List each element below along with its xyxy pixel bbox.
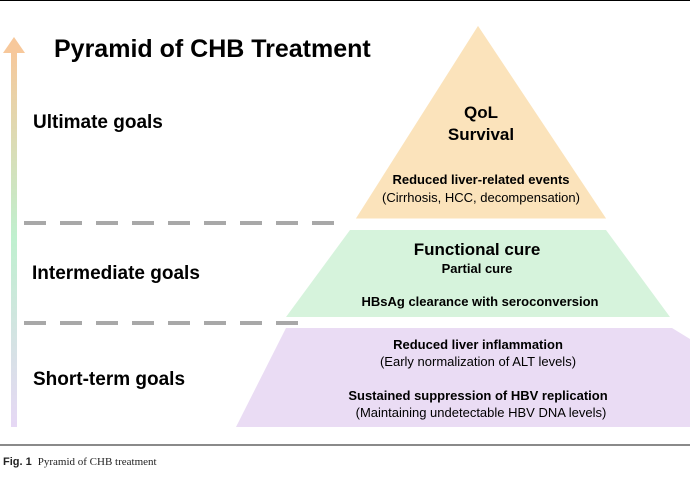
bottom-tier-inflammation: Reduced liver inflammation xyxy=(393,337,563,352)
pyramid-tier-bottom xyxy=(236,328,690,427)
diagram-title: Pyramid of CHB Treatment xyxy=(54,35,371,63)
bottom-tier-hbv-suppression: Sustained suppression of HBV replication xyxy=(348,388,608,403)
top-tier-reduced-events: Reduced liver-related events xyxy=(392,172,570,187)
pyramid-tier-middle xyxy=(286,230,670,317)
top-tier-events-detail: (Cirrhosis, HCC, decompensation) xyxy=(382,190,580,205)
label-short-term-goals: Short-term goals xyxy=(33,369,186,390)
caption-figure-number: Fig. 1 xyxy=(3,456,32,468)
top-tier-qol: QoL xyxy=(464,103,498,122)
label-ultimate-goals: Ultimate goals xyxy=(33,112,163,133)
bottom-tier-hbv-dna-detail: (Maintaining undetectable HBV DNA levels… xyxy=(355,405,607,420)
caption-text: Pyramid of CHB treatment xyxy=(37,456,157,468)
top-tier-survival: Survival xyxy=(447,125,515,144)
figure-caption: Fig. 1 Pyramid of CHB treatment xyxy=(3,456,157,468)
label-intermediate-goals: Intermediate goals xyxy=(32,263,200,284)
pyramid-diagram xyxy=(3,24,690,427)
middle-tier-hbsag-clearance: HBsAg clearance with seroconversion xyxy=(361,294,599,309)
middle-tier-partial-cure: Partial cure xyxy=(441,261,513,276)
progression-arrow-head xyxy=(3,37,25,53)
pyramid-tier-top xyxy=(354,24,608,220)
middle-tier-functional-cure: Functional cure xyxy=(413,240,541,259)
progression-arrow-shaft xyxy=(11,51,17,427)
bottom-tier-alt-detail: (Early normalization of ALT levels) xyxy=(379,354,577,369)
figure-panel: Pyramid of CHB Treatment Ultimate goals … xyxy=(0,0,690,446)
